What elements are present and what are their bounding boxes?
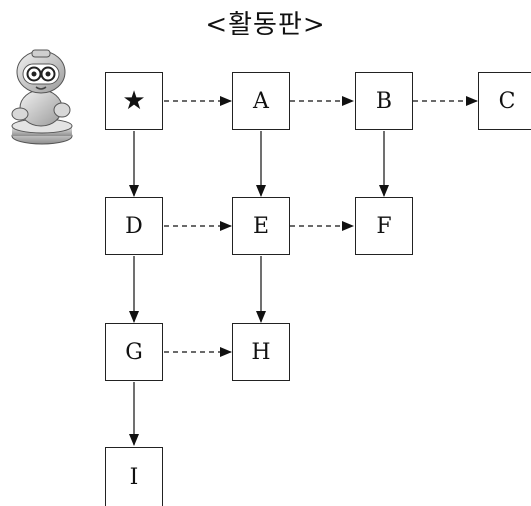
node-a-label: A [253, 88, 269, 114]
node-start: ★ [105, 72, 163, 130]
node-g: G [105, 323, 163, 381]
node-h: H [232, 323, 290, 381]
node-e-label: E [252, 213, 270, 239]
node-i: I [105, 447, 163, 506]
node-c-label: C [498, 88, 516, 114]
node-f: F [355, 197, 413, 255]
node-h-label: H [251, 339, 271, 365]
node-b-label: B [375, 88, 393, 114]
node-i-label: I [129, 464, 139, 490]
node-a: A [232, 72, 290, 130]
robot-character-icon [11, 49, 73, 145]
node-c: C [478, 72, 531, 130]
node-b: B [355, 72, 413, 130]
node-d: D [105, 197, 163, 255]
node-f-label: F [376, 213, 392, 239]
node-start-label: ★ [122, 86, 146, 116]
node-d-label: D [125, 213, 143, 239]
node-g-label: G [125, 339, 143, 365]
node-e: E [232, 197, 290, 255]
board-title: <활동판> [205, 10, 326, 40]
